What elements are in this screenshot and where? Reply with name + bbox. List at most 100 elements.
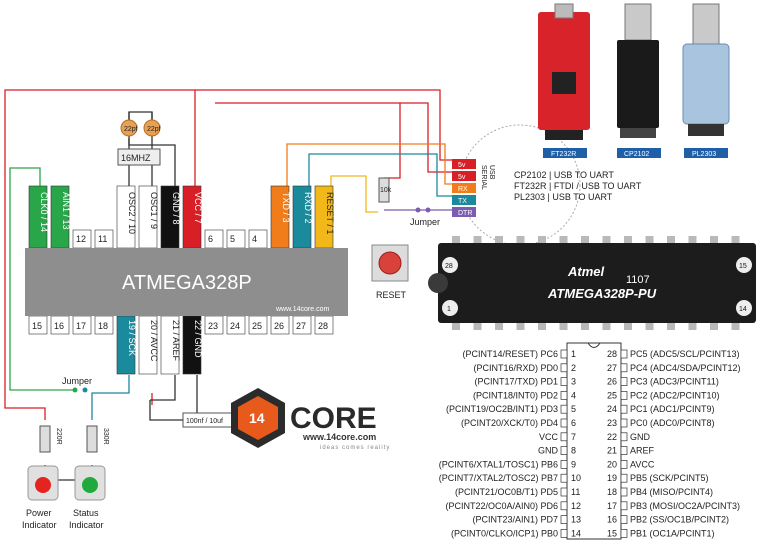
- mcu-website: www.14core.com: [275, 306, 329, 313]
- ic-photo-pins: [452, 236, 740, 330]
- pinout-right-num: 20: [607, 459, 617, 469]
- cap-box-label: 100nf / 10uf: [186, 418, 223, 425]
- ic-photo-leg: [645, 322, 654, 330]
- mcu-bottom-pin-label: 19 / SCK: [127, 320, 137, 356]
- cap-1: [120, 119, 138, 137]
- ic-photo-leg: [516, 236, 525, 244]
- ic-corner-28: [442, 257, 458, 273]
- sck-wire: [91, 375, 130, 420]
- status-label-1: Status: [73, 508, 99, 518]
- usb-chip-1: CP2102 | USB TO UART: [514, 170, 614, 180]
- dtr-jumper-dot-1: [415, 207, 421, 213]
- pinout-left-num: 9: [571, 459, 576, 469]
- ic-photo-leg: [538, 322, 546, 330]
- usb-pin: [452, 171, 476, 181]
- pinout-left-num: 8: [571, 446, 576, 456]
- reset-button-cap[interactable]: [378, 251, 402, 275]
- crystal-group: 22pf 22pf 16MHZ: [117, 119, 161, 166]
- pinout-right-name: PC2 (ADC2/PCINT10): [630, 390, 720, 400]
- jumper-dot-1: [72, 387, 78, 393]
- pinout-right-num: 25: [607, 390, 617, 400]
- ft232r-usb-port: [554, 3, 574, 19]
- ft232r-board: [538, 12, 590, 130]
- pinout-left-num: 3: [571, 377, 576, 387]
- pinout-right-num: 19: [607, 473, 617, 483]
- pinout-right-name: GND: [630, 432, 651, 442]
- pinout-right-leg: [620, 349, 628, 359]
- pinout-left-name: (PCINT17/TXD) PD1: [474, 377, 558, 387]
- pinout-left-name: (PCINT20/XCK/T0) PD4: [461, 418, 558, 428]
- pinout-left-leg: [560, 391, 568, 400]
- pinout-right-num: 27: [607, 363, 617, 373]
- power-resistor: [39, 425, 51, 453]
- pl2303-tag: [684, 148, 728, 158]
- wires: [4, 89, 452, 481]
- pinout-right-name: PC4 (ADC4/SDA/PCINT12): [630, 363, 741, 373]
- rx-wire: [308, 153, 452, 197]
- ic-corner-28-label: 28: [445, 263, 453, 270]
- usb-pin: [452, 207, 476, 217]
- pinout-right-leg: [620, 363, 628, 373]
- mcu-top-pin-label: TXD / 3: [281, 192, 291, 223]
- ic-brand: Atmel: [567, 264, 605, 279]
- pinout-right-leg: [620, 529, 628, 538]
- ic-photo-leg: [495, 236, 503, 244]
- ic-photo-leg: [624, 322, 632, 330]
- pinout-left-num: 1: [571, 349, 576, 359]
- pinout-left-leg: [560, 460, 568, 469]
- pinout-right-leg: [620, 460, 628, 469]
- ic-code: 1107: [626, 274, 650, 286]
- pinout-right-num: 17: [607, 501, 617, 511]
- cap-2-label: 22pf: [147, 126, 161, 133]
- mcu-bottom-pin-label: 22 / GND: [193, 320, 203, 358]
- tx-wire: [286, 143, 452, 186]
- pinout-left-num: 2: [571, 363, 576, 373]
- pinout-left-num: 7: [571, 432, 576, 442]
- pinout-left-name: (PCINT22/OC0A/AIN0) PD6: [445, 501, 558, 511]
- status-resistor-label: 330R: [102, 428, 109, 445]
- pinout-left-name: (PCINT21/OC0B/T1) PD5: [455, 487, 558, 497]
- usb-pin-label: DTR: [458, 210, 472, 217]
- cp2102-header: [620, 128, 656, 138]
- pinout-left-leg: [560, 377, 568, 386]
- mcu-top-pin-label: VCC / 7: [193, 192, 203, 224]
- usb-pin-label: RX: [458, 186, 468, 193]
- pinout-left-num: 5: [571, 404, 576, 414]
- jumper-bottom-label: Jumper: [62, 376, 92, 386]
- pinout-left-num: 10: [571, 473, 581, 483]
- pinout-right-name: AREF: [630, 446, 655, 456]
- mcu-bottom-pin-label: 26: [274, 321, 284, 331]
- usb-pin-label: TX: [458, 198, 467, 205]
- pinout-left-leg: [560, 515, 568, 524]
- mcu-top-pin-label: RESET / 1: [325, 192, 335, 234]
- mcu-title: ATMEGA328P: [122, 272, 252, 294]
- mcu-top-pin-label: 5: [230, 234, 235, 244]
- ic-photo-leg: [602, 236, 611, 244]
- pl2303-board: [682, 43, 730, 125]
- pinout-right-leg: [620, 487, 628, 497]
- ic-photo-leg: [624, 236, 632, 244]
- ic-photo-leg: [581, 236, 589, 244]
- pinout-left-name: (PCINT18/INT0) PD2: [473, 390, 558, 400]
- ic-photo-leg: [559, 236, 568, 244]
- pl2303-usb: [692, 3, 720, 45]
- clk-wire: [9, 167, 75, 391]
- indicators: 220R 330R Power Indicator Status Indicat…: [22, 425, 109, 530]
- mcu-bottom-pin-label: 28: [318, 321, 328, 331]
- aref-wire: [150, 375, 176, 401]
- ic-photo-leg: [688, 322, 697, 330]
- ic-corner-14-label: 14: [739, 306, 747, 313]
- ic-photo-leg: [731, 322, 740, 330]
- vcc-to-reset: [384, 103, 401, 179]
- pinout-right-name: PC0 (ADC0/PCINT8): [630, 418, 715, 428]
- cp2102-usb: [624, 3, 652, 41]
- pinout-left-name: (PCINT16/RXD) PD0: [473, 363, 558, 373]
- power-label-1: Power: [26, 508, 52, 518]
- pinout-left-num: 12: [571, 501, 581, 511]
- logo-url: www.14core.com: [302, 432, 376, 442]
- pinout-right-leg: [620, 446, 628, 455]
